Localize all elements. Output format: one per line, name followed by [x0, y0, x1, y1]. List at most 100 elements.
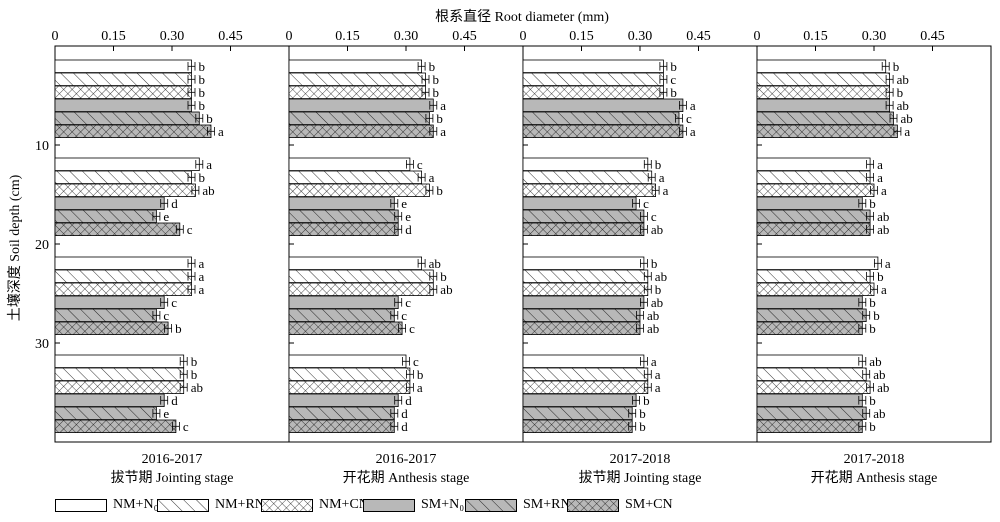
- significance-letter: a: [206, 157, 212, 172]
- bar: [54, 209, 157, 224]
- bar: [54, 196, 165, 211]
- bar: [288, 183, 430, 198]
- bar: [522, 111, 680, 126]
- panel-year-label: 2017-2018: [610, 452, 671, 467]
- significance-letter: a: [881, 282, 887, 297]
- chart-title: 根系直径 Root diameter (mm): [435, 8, 609, 25]
- x-tick-label: 0.15: [335, 29, 360, 44]
- significance-letter: ab: [877, 209, 889, 224]
- significance-letter: b: [670, 59, 677, 74]
- significance-letter: ab: [655, 269, 667, 284]
- bar: [756, 419, 863, 434]
- bar: [54, 269, 192, 284]
- significance-letter: a: [440, 124, 446, 139]
- significance-letter: ab: [869, 354, 881, 369]
- significance-letter: a: [885, 256, 891, 271]
- significance-letter: b: [436, 111, 443, 126]
- bar: [54, 170, 192, 185]
- significance-letter: ab: [647, 321, 659, 336]
- bar: [288, 295, 399, 310]
- x-tick-label: 0: [286, 29, 293, 44]
- bar: [522, 269, 649, 284]
- significance-letter: b: [199, 72, 206, 87]
- significance-letter: c: [651, 209, 657, 224]
- y-tick-label: 10: [35, 139, 49, 154]
- bar: [756, 308, 867, 323]
- significance-letter: ab: [877, 380, 889, 395]
- significance-letter: a: [655, 367, 661, 382]
- bar: [756, 124, 898, 139]
- legend-swatch-nm-cn: [261, 499, 313, 512]
- significance-letter: b: [655, 282, 662, 297]
- bar: [288, 282, 434, 297]
- bar: [522, 196, 637, 211]
- x-tick-label: 0: [52, 29, 59, 44]
- significance-letter: e: [401, 196, 407, 211]
- bar: [756, 367, 867, 382]
- bar: [288, 72, 426, 87]
- significance-letter: ab: [647, 308, 659, 323]
- panel-stage-label: 开花期 Anthesis stage: [343, 470, 470, 486]
- bar: [756, 321, 863, 336]
- legend-label-nm-cn: NM+CN: [319, 497, 369, 512]
- significance-letter: b: [639, 419, 646, 434]
- bar: [288, 308, 395, 323]
- bar: [54, 282, 192, 297]
- bar: [522, 209, 645, 224]
- significance-letter: ab: [651, 222, 663, 237]
- bar: [54, 222, 181, 237]
- bar: [288, 196, 395, 211]
- bar: [522, 72, 664, 87]
- bar: [756, 222, 871, 237]
- significance-letter: b: [191, 367, 198, 382]
- significance-letter: b: [417, 367, 424, 382]
- significance-letter: b: [191, 354, 198, 369]
- bar: [522, 393, 637, 408]
- legend-label-sm-n0: SM+N₀: [421, 497, 465, 512]
- bar: [54, 85, 192, 100]
- significance-letter: a: [651, 354, 657, 369]
- bar: [522, 256, 645, 271]
- significance-letter: b: [655, 157, 662, 172]
- significance-letter: a: [218, 124, 224, 139]
- x-tick-label: 0: [754, 29, 761, 44]
- bar: [288, 157, 411, 172]
- bar: [522, 124, 684, 139]
- x-tick-label: 0.45: [218, 29, 243, 44]
- significance-letter: a: [199, 256, 205, 271]
- bar: [522, 85, 664, 100]
- significance-letter: b: [175, 321, 182, 336]
- significance-letter: d: [171, 393, 178, 408]
- significance-letter: b: [433, 85, 440, 100]
- bar: [54, 183, 196, 198]
- bar: [522, 380, 649, 395]
- significance-letter: c: [171, 295, 177, 310]
- significance-letter: e: [405, 209, 411, 224]
- legend-swatch-nm-n0: [55, 499, 107, 512]
- bar: [756, 183, 875, 198]
- bar: [756, 406, 867, 421]
- significance-letter: b: [897, 85, 904, 100]
- bar: [756, 170, 871, 185]
- significance-letter: a: [690, 124, 696, 139]
- legend-swatch-sm-cn: [567, 499, 619, 512]
- x-tick-label: 0.15: [569, 29, 594, 44]
- legend-label-sm-rn: SM+RN: [523, 497, 571, 512]
- panel-year-label: 2017-2018: [844, 452, 905, 467]
- bar: [756, 393, 863, 408]
- significance-letter: e: [163, 209, 169, 224]
- significance-letter: c: [643, 196, 649, 211]
- significance-letter: d: [401, 406, 408, 421]
- bar: [288, 269, 434, 284]
- significance-letter: ab: [901, 111, 913, 126]
- bar: [756, 85, 891, 100]
- significance-letter: b: [429, 59, 436, 74]
- panel-year-label: 2016-2017: [376, 452, 437, 467]
- bar: [756, 196, 863, 211]
- significance-letter: a: [199, 282, 205, 297]
- bar: [54, 295, 165, 310]
- significance-letter: b: [199, 59, 206, 74]
- y-tick-label: 30: [35, 337, 49, 352]
